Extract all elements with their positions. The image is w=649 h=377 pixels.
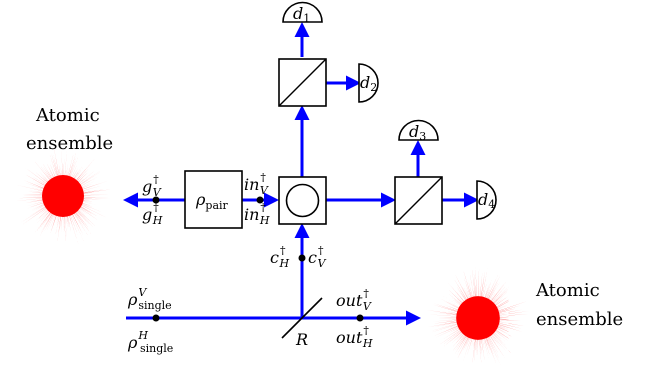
label-inV: in†V [244, 171, 269, 197]
detector-d4: d4 [476, 180, 497, 220]
atomic-ensemble-right-burst [427, 266, 530, 367]
label-outH: out†H [336, 324, 373, 350]
upper-polarizing-beam-splitter [278, 58, 327, 107]
left-ensemble-line1: Atomic [35, 105, 100, 126]
beam-splitter-R [281, 297, 323, 339]
label-outV: out†V [336, 287, 372, 313]
node-c [298, 254, 306, 262]
node-rho-single [152, 314, 160, 322]
detector-d3: d3 [398, 119, 439, 143]
source-box: ρpair [184, 170, 243, 229]
svg-text:d1: d1 [293, 4, 310, 25]
svg-text:d4: d4 [478, 190, 495, 211]
label-R: R [295, 330, 308, 349]
detector-d1: d1 [282, 1, 323, 25]
right-ensemble-line2: ensemble [536, 309, 623, 330]
label-gV: g†V [142, 173, 162, 199]
label-gH: g†H [142, 201, 163, 227]
detector-d2: d2 [358, 63, 379, 103]
label-cH: c†H [270, 244, 289, 270]
svg-text:d3: d3 [409, 122, 426, 143]
ensemble-core [456, 296, 500, 340]
label-inH: in†H [244, 201, 270, 227]
node-in [256, 196, 264, 204]
label-cV: c†V [308, 244, 326, 270]
beam-paths [123, 22, 479, 326]
ensemble-core [42, 175, 84, 217]
source-label: ρpair [195, 190, 229, 212]
right-polarizing-beam-splitter [394, 176, 443, 225]
right-ensemble-line1: Atomic [535, 280, 600, 301]
atomic-ensemble-left-burst [13, 146, 113, 245]
node-g [152, 196, 160, 204]
left-ensemble-line2: ensemble [26, 133, 113, 154]
central-beam-splitter [278, 176, 327, 225]
node-out [356, 314, 364, 322]
svg-text:d2: d2 [360, 73, 377, 94]
